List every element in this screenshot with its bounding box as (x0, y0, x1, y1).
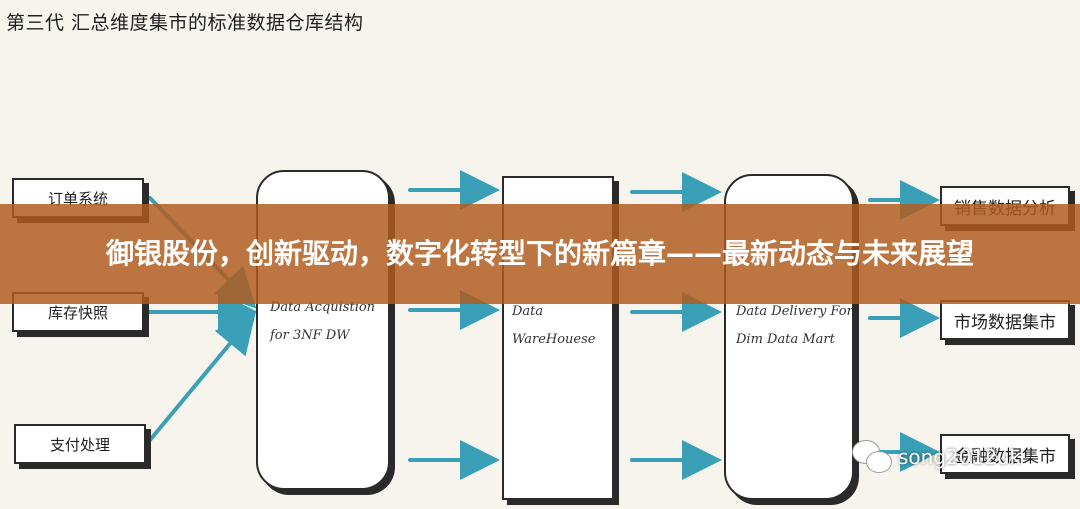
source-label: 支付处理 (49, 435, 110, 454)
headline-banner: 御银股份，创新驱动，数字化转型下的新篇章——最新动态与未来展望 (0, 204, 1080, 304)
source-label: 订单系统 (47, 189, 108, 208)
mart-market-data: 市场数据集市 (940, 300, 1070, 340)
diagram-title: 第三代 汇总维度集市的标准数据仓库结构 (6, 12, 364, 34)
mart-label: 市场数据集市 (954, 312, 1056, 333)
wechat-icon (852, 440, 892, 474)
source-payment-processing: 支付处理 (14, 424, 146, 464)
watermark: song2012uk (852, 440, 1021, 474)
headline-text: 御银股份，创新驱动，数字化转型下的新篇章——最新动态与未来展望 (105, 237, 974, 270)
mart-label: 金融数据集市 (954, 446, 1056, 467)
stage-label-delivery: Data Delivery For Dim Data Mart (736, 304, 853, 347)
source-label: 库存快照 (47, 303, 108, 322)
arrow-source-3 (148, 312, 256, 442)
mart-finance-data: 金融数据集市 (940, 434, 1070, 474)
stage-label-warehouse: Data WareHouese (512, 304, 596, 347)
watermark-text: song2012uk (898, 445, 1022, 469)
